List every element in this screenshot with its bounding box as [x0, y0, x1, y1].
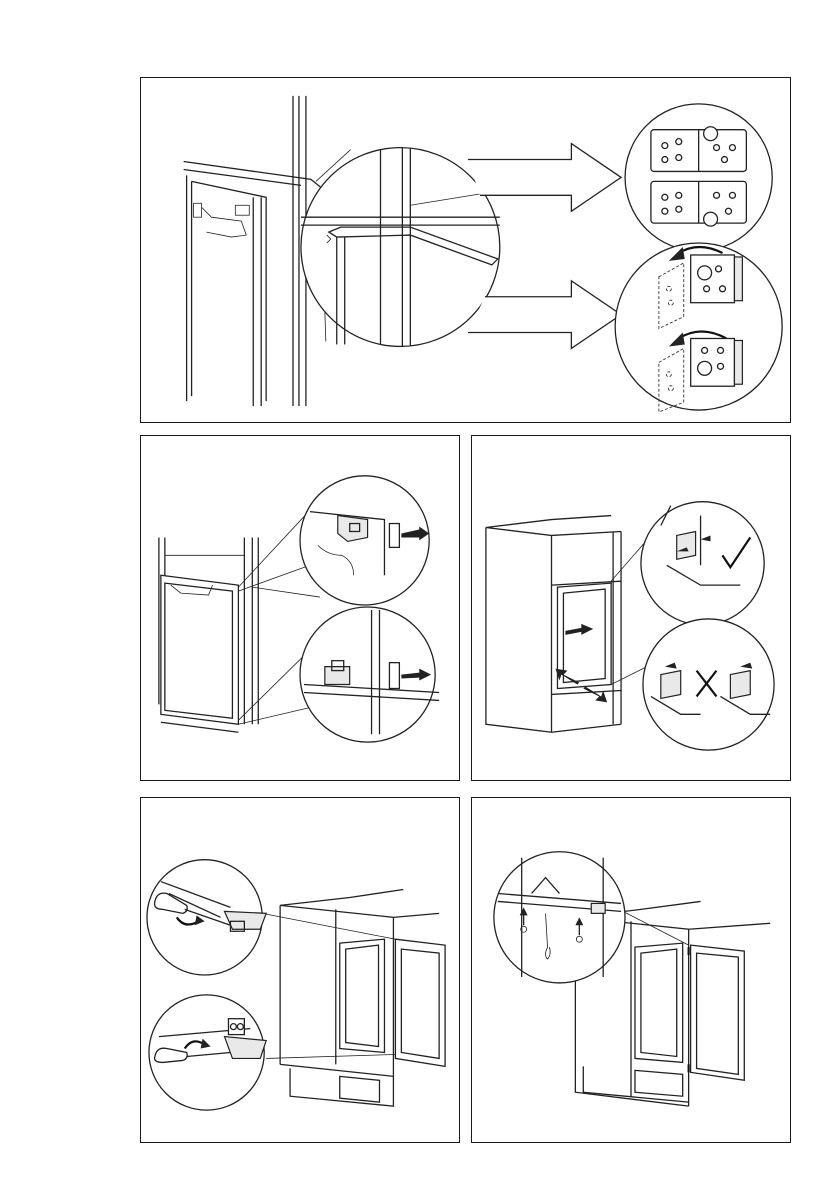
figure-door-installed — [471, 797, 791, 1143]
magnifier-circle — [494, 852, 689, 983]
figure-hinge-swap — [140, 77, 791, 423]
figure-door-hinge-check — [140, 435, 460, 781]
door-hinge-check-illustration — [141, 436, 459, 780]
magnifier-correct — [611, 502, 764, 625]
open-door — [395, 939, 445, 1066]
hinge-plate-lower — [651, 181, 746, 226]
magnifier-circle-upper — [238, 476, 429, 605]
screwdriver-fix-illustration — [141, 798, 459, 1142]
magnifier-lower — [149, 995, 395, 1110]
alignment-check-illustration — [472, 436, 790, 780]
figure-alignment-check — [471, 435, 791, 781]
figure-screwdriver-fix — [140, 797, 460, 1143]
hinge-rotate-circle — [615, 243, 782, 412]
hinge-plates-circle — [625, 104, 772, 251]
door-installed-illustration — [472, 798, 790, 1142]
appliance-door — [161, 575, 239, 732]
open-door — [689, 945, 745, 1080]
magnifier-circle-lower — [238, 607, 439, 742]
arrow-right-top — [468, 144, 621, 212]
hinge-swap-illustration — [141, 78, 790, 422]
arrow-right-bottom — [468, 281, 621, 349]
inner-frame — [557, 583, 611, 688]
magnifier-circle — [301, 148, 500, 347]
magnifier-wrong — [611, 619, 774, 750]
magnifier-upper — [147, 860, 395, 975]
cabinet-posts — [253, 96, 306, 406]
appliance-top — [184, 162, 321, 402]
hinge-plate-upper — [651, 127, 746, 172]
